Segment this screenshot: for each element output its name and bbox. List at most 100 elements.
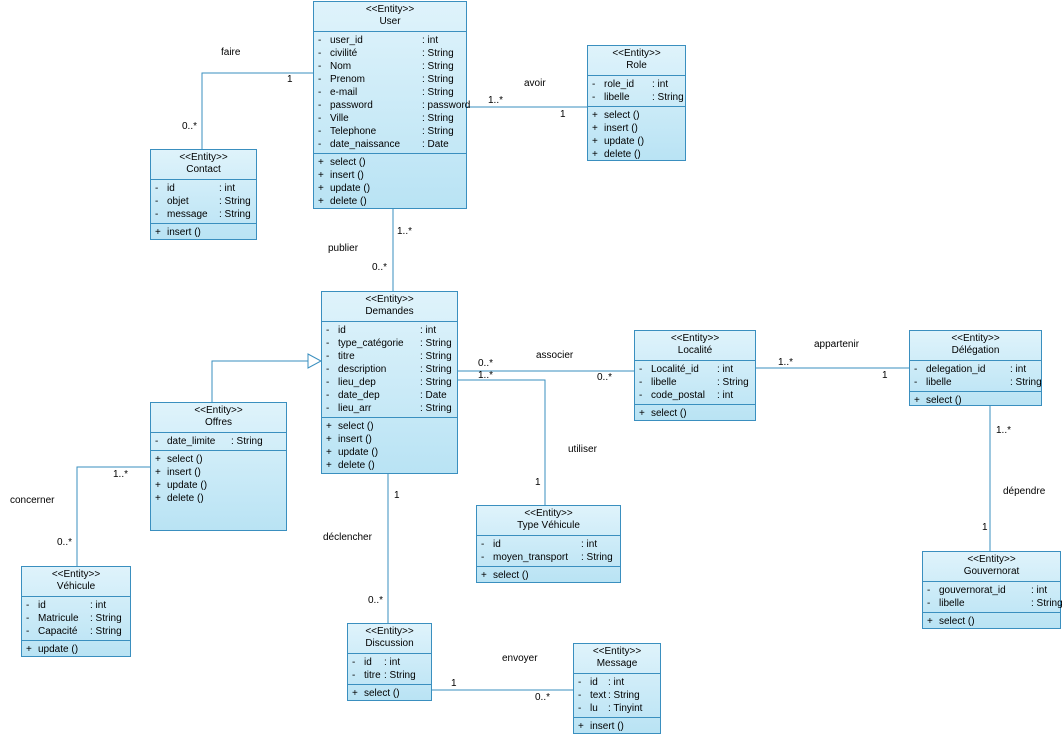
- visibility-marker: -: [914, 377, 918, 388]
- class-vehicule[interactable]: <<Entity>>Véhicule-id: int-Matricule: St…: [21, 566, 131, 657]
- class-demandes[interactable]: <<Entity>>Demandes-id: int-type_catégori…: [321, 291, 458, 474]
- visibility-marker: +: [578, 721, 584, 732]
- attribute-name: id: [167, 183, 175, 194]
- operation-row: +select (): [639, 407, 751, 420]
- visibility-marker: +: [592, 123, 598, 134]
- attribute-type: : String: [717, 377, 749, 388]
- attribute-type: : int: [1010, 364, 1027, 375]
- class-offres[interactable]: <<Entity>>Offres-date_limite: String+sel…: [150, 402, 287, 531]
- visibility-marker: +: [155, 480, 161, 491]
- operation-row: +update (): [318, 182, 462, 195]
- attribute-row: -e-mail: String: [318, 86, 462, 99]
- operation-row: +update (): [26, 643, 126, 656]
- mult-declencher-demandes: 1: [394, 490, 400, 501]
- attribute-name: Matricule: [38, 613, 79, 624]
- attribute-type: : int: [384, 657, 401, 668]
- assoc-utiliser: [458, 379, 546, 505]
- attribute-name: titre: [338, 351, 355, 362]
- attribute-row: -libelle: String: [639, 376, 751, 389]
- attributes-section: -date_limite: String: [151, 433, 286, 451]
- attribute-row: -lieu_dep: String: [326, 376, 453, 389]
- operation-name: insert (): [338, 434, 372, 445]
- class-name: Message: [596, 658, 638, 669]
- class-name: Véhicule: [56, 581, 96, 592]
- attribute-type: : String: [420, 377, 452, 388]
- attribute-type: : int: [422, 35, 439, 46]
- visibility-marker: -: [578, 690, 582, 701]
- attribute-name: Nom: [330, 61, 352, 72]
- attribute-name: lieu_dep: [338, 377, 376, 388]
- visibility-marker: +: [352, 688, 358, 699]
- class-name: Offres: [204, 417, 233, 428]
- class-discussion[interactable]: <<Entity>>Discussion -id: int-titre: Stri…: [347, 623, 432, 701]
- class-header: <<Entity>>Discussion: [348, 624, 431, 654]
- class-stereotype: <<Entity>>: [592, 646, 642, 657]
- operation-row: +delete (): [318, 195, 462, 208]
- attribute-name: role_id: [604, 79, 635, 90]
- visibility-marker: +: [639, 408, 645, 419]
- attribute-row: -message: String: [155, 208, 252, 221]
- visibility-marker: -: [592, 79, 596, 90]
- visibility-marker: -: [352, 657, 356, 668]
- attribute-type: : Tinyint: [608, 703, 643, 714]
- operation-name: select (): [364, 688, 400, 699]
- attribute-type: : String: [422, 126, 454, 137]
- operations-section: +select (): [477, 567, 620, 584]
- attributes-section: -user_id: int-civilité: String-Nom: Stri…: [314, 32, 470, 154]
- attribute-row: -id: int: [481, 538, 616, 551]
- class-header: <<Entity>>Offres: [151, 403, 286, 433]
- attribute-name: type_catégorie: [338, 338, 404, 349]
- label-publier: publier: [328, 243, 359, 254]
- attribute-name: code_postal: [651, 390, 705, 401]
- attribute-name: user_id: [330, 35, 363, 46]
- class-header: <<Entity>>User: [314, 2, 466, 32]
- operation-row: +select (): [318, 156, 462, 169]
- attribute-row: -libelle: String: [914, 376, 1042, 389]
- attribute-row: -gouvernorat_id: int: [927, 584, 1056, 597]
- operations-section: +update (): [22, 641, 130, 658]
- operation-row: +update (): [592, 135, 681, 148]
- attribute-name: delegation_id: [926, 364, 986, 375]
- attributes-section: -id: int-Matricule: String-Capacité: Str…: [22, 597, 130, 641]
- attribute-type: : String: [384, 670, 416, 681]
- attribute-name: Telephone: [330, 126, 377, 137]
- attribute-row: -titre: String: [352, 669, 427, 682]
- class-user[interactable]: <<Entity>>User-user_id: int-civilité: St…: [313, 1, 470, 209]
- attribute-row: -id: int: [352, 656, 427, 669]
- class-gouvernorat[interactable]: <<Entity>>Gouvernorat-gouvernorat_id: in…: [922, 551, 1062, 629]
- class-delegation[interactable]: <<Entity>>Délégation-delegation_id: int-…: [909, 330, 1042, 406]
- attribute-type: : Date: [422, 139, 449, 150]
- operation-name: update (): [330, 183, 371, 194]
- attribute-name: gouvernorat_id: [939, 585, 1006, 596]
- visibility-marker: -: [318, 113, 322, 124]
- visibility-marker: +: [592, 149, 598, 160]
- operation-row: +select (): [927, 615, 1056, 628]
- visibility-marker: -: [155, 209, 159, 220]
- attribute-row: -id: int: [155, 182, 252, 195]
- attribute-row: -titre: String: [326, 350, 453, 363]
- attribute-name: date_dep: [338, 390, 380, 401]
- label-appartenir: appartenir: [814, 339, 860, 350]
- attribute-name: text: [590, 690, 607, 701]
- label-dependre: dépendre: [1003, 486, 1046, 497]
- operations-section: +select ()+insert ()+update ()+delete (): [322, 418, 457, 474]
- class-name: Type Véhicule: [517, 520, 580, 531]
- visibility-marker: +: [318, 196, 324, 207]
- class-contact[interactable]: <<Entity>>Contact-id: int-objet: String-…: [150, 149, 257, 240]
- class-stereotype: <<Entity>>: [670, 333, 720, 344]
- attribute-name: libelle: [604, 92, 630, 103]
- mult-faire-user: 1: [287, 74, 293, 85]
- mult-dependre-delegation: 1..*: [996, 425, 1012, 436]
- class-message[interactable]: <<Entity>>Message-id: int-text: String-l…: [573, 643, 661, 734]
- class-role[interactable]: <<Entity>>Role-role_id: int-libelle: Str…: [587, 45, 686, 161]
- operation-name: select (): [330, 157, 366, 168]
- visibility-marker: +: [914, 395, 920, 406]
- mult-envoyer-message: 0..*: [535, 692, 551, 703]
- class-localite[interactable]: <<Entity>>Localité-Localité_id: int-libe…: [634, 330, 756, 421]
- class-typevehicule[interactable]: <<Entity>>Type Véhicule-id: int-moyen_tr…: [476, 505, 621, 583]
- operation-name: insert (): [604, 123, 638, 134]
- operation-name: delete (): [167, 493, 204, 504]
- attribute-type: : String: [420, 338, 452, 349]
- operations-section: +insert (): [151, 224, 256, 241]
- visibility-marker: -: [318, 126, 322, 137]
